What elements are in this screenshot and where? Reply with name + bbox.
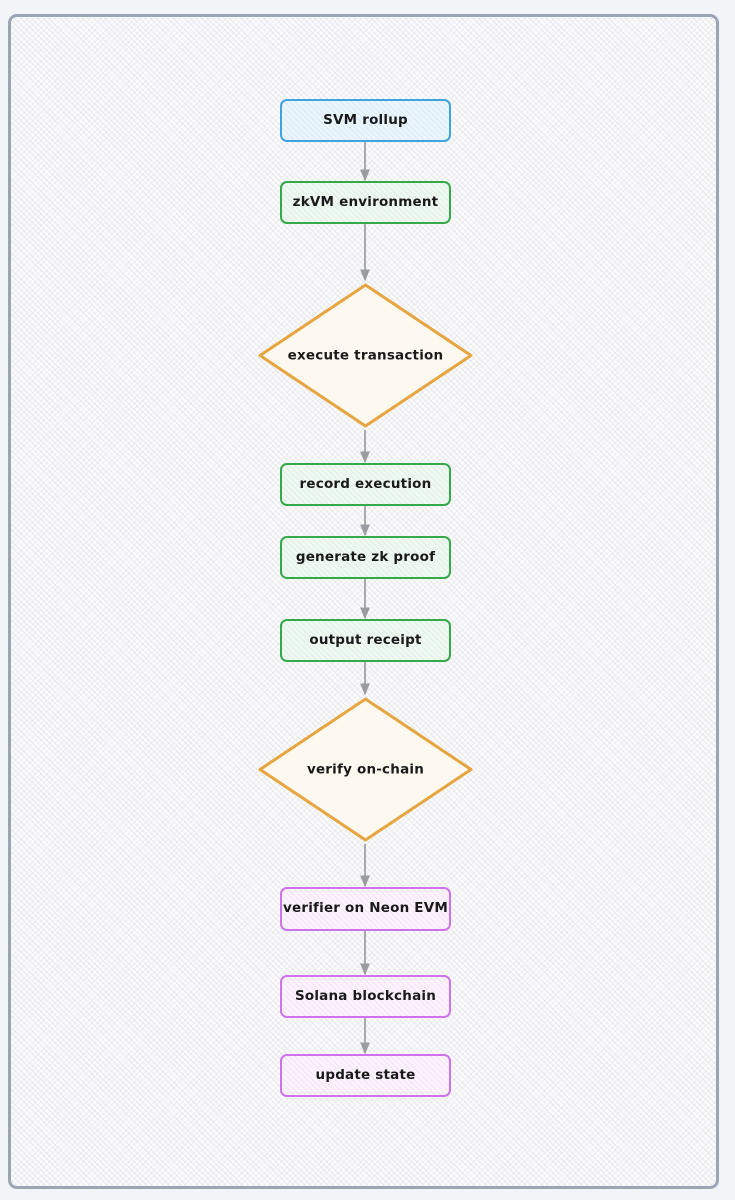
node-solana-blockchain[interactable]: Solana blockchain — [280, 975, 451, 1018]
node-zkvm-environment[interactable]: zkVM environment — [280, 181, 451, 224]
node-output-receipt[interactable]: output receipt — [280, 619, 451, 662]
node-label-solana-blockchain: Solana blockchain — [294, 987, 437, 1004]
node-label-verifier-on-neon-evm: verifier on Neon EVM — [283, 900, 448, 917]
node-label-record-execution: record execution — [299, 475, 432, 492]
node-execute-transaction[interactable]: execute transaction — [256, 281, 475, 430]
node-label-verify-on-chain: verify on-chain — [306, 760, 425, 777]
diagram-frame: SVM rollup zkVM environment execute tran… — [8, 14, 719, 1189]
node-verify-on-chain[interactable]: verify on-chain — [256, 695, 475, 844]
node-label-output-receipt: output receipt — [309, 631, 422, 648]
node-label-zkvm-environment: zkVM environment — [292, 193, 439, 210]
node-generate-zk-proof[interactable]: generate zk proof — [280, 536, 451, 579]
diamond-shape-verify-on-chain — [258, 697, 473, 842]
node-update-state[interactable]: update state — [280, 1054, 451, 1097]
node-label-update-state: update state — [315, 1066, 416, 1083]
node-record-execution[interactable]: record execution — [280, 463, 451, 506]
flowchart-canvas: SVM rollup zkVM environment execute tran… — [11, 17, 716, 1186]
node-label-generate-zk-proof: generate zk proof — [295, 548, 436, 565]
node-svm-rollup[interactable]: SVM rollup — [280, 99, 451, 142]
node-label-execute-transaction: execute transaction — [287, 346, 444, 363]
node-label-svm-rollup: SVM rollup — [323, 111, 408, 128]
node-verifier-on-neon-evm[interactable]: verifier on Neon EVM — [280, 887, 451, 931]
diamond-shape-execute-transaction — [258, 283, 473, 428]
